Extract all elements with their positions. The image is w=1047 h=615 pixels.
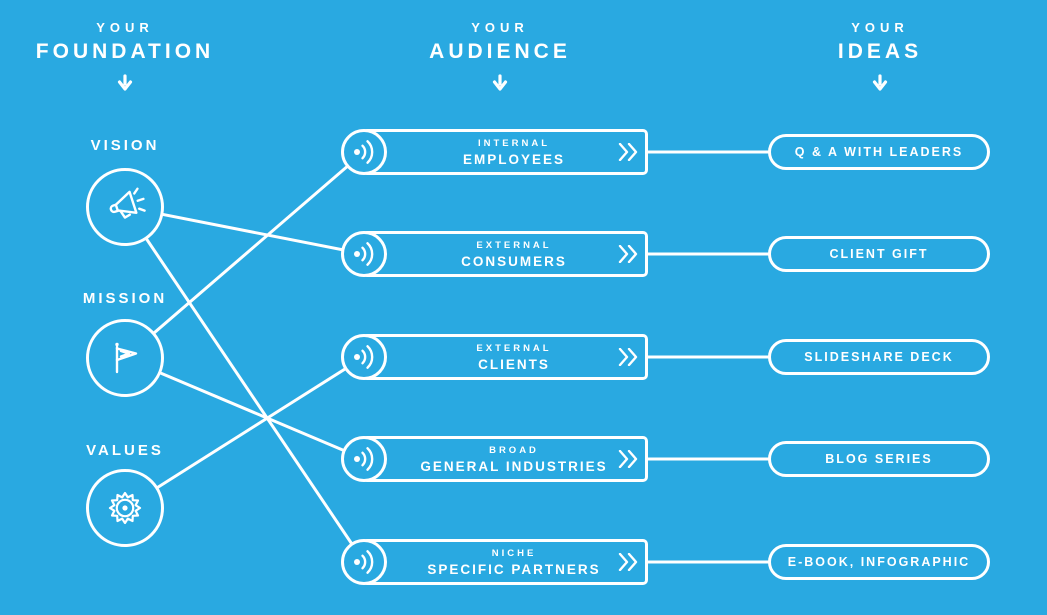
- foundation-title: FOUNDATION: [35, 40, 215, 63]
- double-chevron-right-icon: [618, 348, 638, 366]
- idea-label: Q & A WITH LEADERS: [794, 145, 964, 159]
- sound-waves-icon: [341, 334, 387, 380]
- column-header-ideas: YOUR IDEAS: [780, 20, 980, 97]
- audience-kicker-text: INTERNAL: [477, 137, 551, 149]
- sound-waves-icon: [341, 129, 387, 175]
- double-chevron-right-icon: [618, 450, 638, 468]
- idea-label: BLOG SERIES: [825, 452, 933, 466]
- badge-seal-icon: [101, 484, 149, 532]
- double-chevron-right-icon: [618, 245, 638, 263]
- sound-waves-icon: [341, 436, 387, 482]
- audience-title: AUDIENCE: [429, 40, 571, 63]
- idea-pill-slideshare-deck: SLIDESHARE DECK: [768, 339, 990, 375]
- idea-pill-client-gift: CLIENT GIFT: [768, 236, 990, 272]
- connection-line-mission-industries: [124, 356, 365, 461]
- foundation-kicker: YOUR: [96, 20, 154, 35]
- audience-box-employees: INTERNAL EMPLOYEES: [341, 129, 648, 175]
- flag-icon: [101, 334, 149, 382]
- audience-box-clients: EXTERNAL CLIENTS: [341, 334, 648, 380]
- foundation-item-vision-label: VISION: [90, 137, 160, 154]
- audience-label-text: SPECIFIC PARTNERS: [427, 561, 601, 577]
- audience-box-specific-partners: NICHE SPECIFIC PARTNERS: [341, 539, 648, 585]
- sound-waves-icon: [341, 231, 387, 277]
- idea-label: SLIDESHARE DECK: [804, 350, 954, 364]
- audience-box-consumers: EXTERNAL CONSUMERS: [341, 231, 648, 277]
- audience-kicker-text: EXTERNAL: [476, 342, 552, 354]
- down-arrow-icon: [491, 74, 509, 92]
- audience-kicker: YOUR: [471, 20, 529, 35]
- double-chevron-right-icon: [618, 143, 638, 161]
- audience-label-text: CONSUMERS: [461, 253, 567, 269]
- down-arrow-icon: [871, 74, 889, 92]
- audience-label-text: CLIENTS: [478, 356, 550, 372]
- idea-label: E-BOOK, INFOGRAPHIC: [787, 555, 971, 569]
- idea-label: CLIENT GIFT: [829, 247, 929, 261]
- double-chevron-right-icon: [618, 553, 638, 571]
- connection-line-vision-partners: [123, 206, 366, 563]
- audience-label-text: GENERAL INDUSTRIES: [420, 458, 608, 474]
- column-header-foundation: YOUR FOUNDATION: [25, 20, 225, 97]
- foundation-item-mission-label: MISSION: [82, 290, 168, 307]
- idea-pill-qa-with-leaders: Q & A WITH LEADERS: [768, 134, 990, 170]
- audience-box-general-industries: BROAD GENERAL INDUSTRIES: [341, 436, 648, 482]
- idea-pill-ebook-infographic: E-BOOK, INFOGRAPHIC: [768, 544, 990, 580]
- idea-pill-blog-series: BLOG SERIES: [768, 441, 990, 477]
- connection-line-mission-employees: [124, 150, 365, 360]
- ideas-kicker: YOUR: [851, 20, 909, 35]
- audience-kicker-text: BROAD: [489, 444, 539, 456]
- foundation-item-mission: [86, 319, 164, 397]
- connection-line-values-clients: [124, 355, 365, 510]
- audience-label-text: EMPLOYEES: [462, 151, 566, 167]
- connection-line-vision-consumers: [124, 205, 365, 256]
- audience-kicker-text: NICHE: [491, 547, 537, 559]
- sound-waves-icon: [341, 539, 387, 585]
- audience-kicker-text: EXTERNAL: [476, 239, 552, 251]
- foundation-item-vision: [86, 168, 164, 246]
- megaphone-icon: [101, 183, 149, 231]
- foundation-item-values: [86, 469, 164, 547]
- down-arrow-icon: [116, 74, 134, 92]
- column-header-audience: YOUR AUDIENCE: [400, 20, 600, 97]
- ideas-title: IDEAS: [837, 40, 923, 63]
- foundation-item-values-label: VALUES: [86, 442, 164, 459]
